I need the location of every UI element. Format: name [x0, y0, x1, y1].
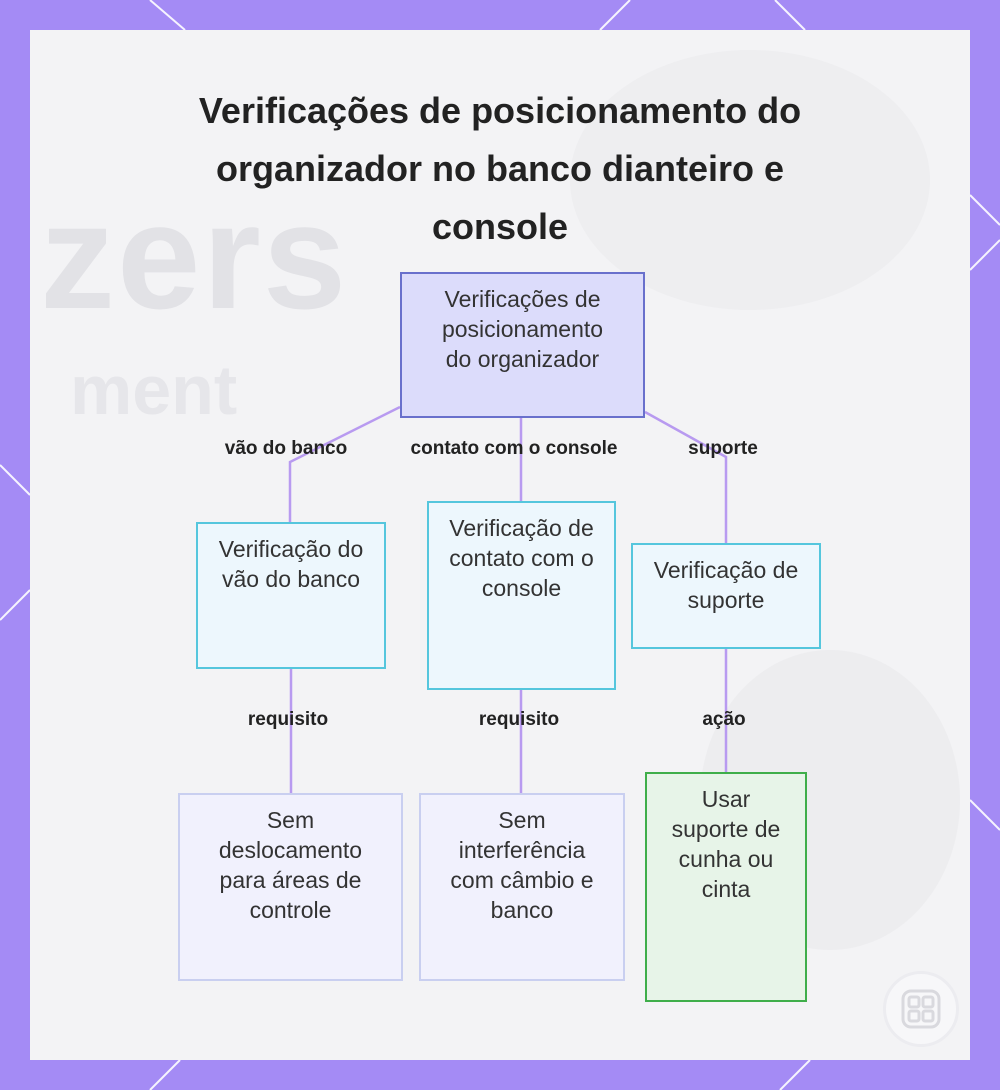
seat-gap-check-label: Verificação do vão do banco: [216, 524, 366, 594]
root-node-label: Verificações de posicionamento do organi…: [428, 274, 618, 374]
edge-label-support: suporte: [688, 438, 758, 460]
connector-support: [645, 412, 726, 543]
use-support-node: Usar suporte de cunha ou cinta: [645, 772, 807, 1002]
edge-label-console-contact: contato com o console: [411, 438, 618, 460]
diagram-panel: zers ment Verificações de posicionamento…: [30, 30, 970, 1060]
no-interference-label: Sem interferência com câmbio e banco: [442, 795, 602, 925]
root-node: Verificações de posicionamento do organi…: [400, 272, 645, 418]
grid-logo-glyph: [901, 989, 941, 1029]
connector-seat-gap: [290, 407, 400, 522]
console-contact-check-node: Verificação de contato com o console: [427, 501, 616, 690]
no-shift-label: Sem deslocamento para áreas de controle: [203, 795, 378, 925]
use-support-label: Usar suporte de cunha ou cinta: [666, 774, 786, 904]
no-shift-node: Sem deslocamento para áreas de controle: [178, 793, 403, 981]
support-check-node: Verificação de suporte: [631, 543, 821, 649]
edge-label-seat-gap: vão do banco: [225, 438, 347, 460]
no-interference-node: Sem interferência com câmbio e banco: [419, 793, 625, 981]
console-contact-check-label: Verificação de contato com o console: [447, 503, 597, 603]
seat-gap-check-node: Verificação do vão do banco: [196, 522, 386, 669]
grid-logo-icon: [883, 971, 959, 1047]
edge-label-requirement-2: requisito: [479, 709, 559, 731]
support-check-label: Verificação de suporte: [651, 545, 801, 615]
edge-label-action: ação: [702, 709, 745, 731]
edge-label-requirement-1: requisito: [248, 709, 328, 731]
